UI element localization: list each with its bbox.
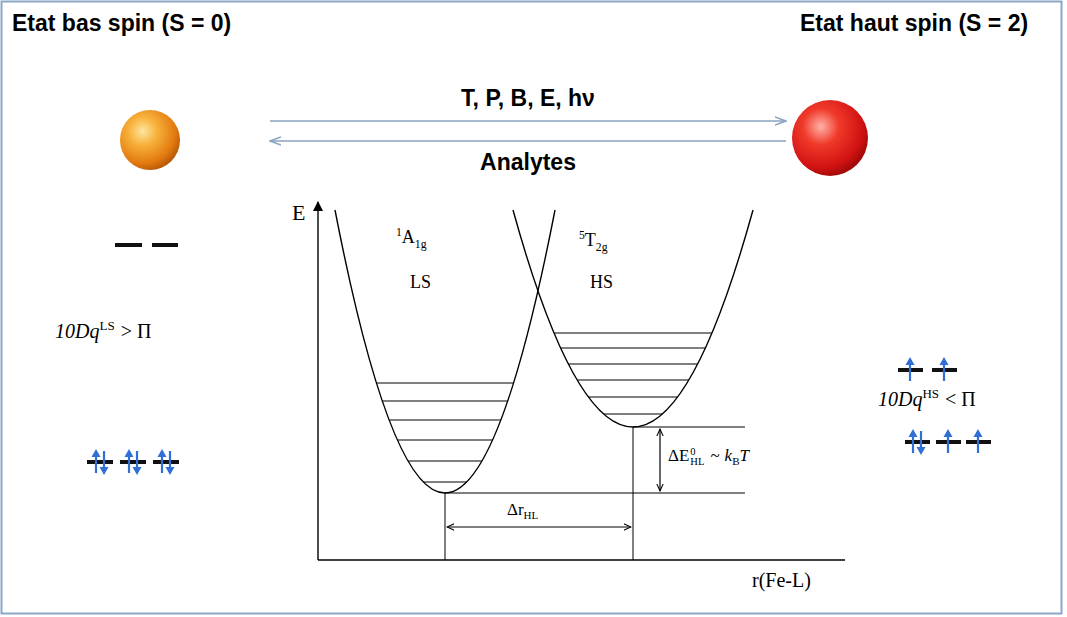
formula-label: ΔE0HL ~ kBT xyxy=(668,446,749,469)
symbol-text: k xyxy=(725,446,733,465)
energy-axes xyxy=(318,202,845,560)
formula-label: 10DqLS > Π xyxy=(55,318,151,343)
symbol-text: Δr xyxy=(507,500,524,519)
delta-arrows xyxy=(447,429,660,527)
symbol-text: HS xyxy=(590,272,613,292)
hs-t2g-orbitals xyxy=(905,429,991,455)
symbol-text: r(Fe-L) xyxy=(752,569,811,591)
formula-label: ΔrHL xyxy=(507,500,538,523)
symbol-text: 2g xyxy=(596,241,608,254)
symbol-text: 0 xyxy=(690,447,704,458)
formula-label: E xyxy=(292,200,305,226)
potential-wells xyxy=(335,210,753,493)
symbol-text: LS xyxy=(99,318,114,333)
stimulus-label: Analytes xyxy=(477,149,579,176)
symbol-text: 10Dq xyxy=(878,388,922,410)
ls-eg-orbitals xyxy=(115,243,178,247)
symbol-text: T xyxy=(740,446,749,465)
symbol-text: LS xyxy=(410,272,431,292)
sphere xyxy=(792,100,868,176)
formula-label: LS xyxy=(410,272,431,294)
symbol-text: < Π xyxy=(945,388,976,410)
transition-arrow xyxy=(270,120,786,122)
vibrational-levels xyxy=(376,333,712,482)
hs-eg-orbitals xyxy=(898,357,957,381)
symbol-text: 1g xyxy=(415,238,427,251)
formula-label: 10DqHS < Π xyxy=(878,386,976,411)
transition-arrow xyxy=(270,140,786,142)
symbol-text: HL xyxy=(524,509,539,521)
symbol-text: T xyxy=(585,230,596,250)
symbol-text: HL xyxy=(690,457,704,468)
state-heading: Etat bas spin (S = 0) xyxy=(10,8,231,37)
symbol-text: 10Dq xyxy=(55,320,99,342)
symbol-text: HS xyxy=(922,386,939,401)
sphere xyxy=(120,110,180,170)
reference-lines xyxy=(445,427,745,560)
symbol-text: A xyxy=(402,227,415,247)
symbol-text: 5 xyxy=(579,229,585,242)
symbol-text: ~ xyxy=(710,446,719,465)
symbol-text: B xyxy=(732,455,739,467)
formula-label: 5T2g xyxy=(579,229,608,255)
formula-label: 1A1g xyxy=(396,226,427,252)
stimulus-label: T, P, B, E, hν xyxy=(458,85,598,112)
script-stack: 0HL xyxy=(690,447,704,468)
symbol-text: E xyxy=(292,200,305,225)
spin-state-node: Etat haut spin (S = 2) xyxy=(788,8,1058,178)
ls-t2g-orbitals xyxy=(87,449,179,475)
symbol-text: 1 xyxy=(396,226,402,239)
formula-label: HS xyxy=(590,272,613,294)
symbol-text: > Π xyxy=(121,320,152,342)
symbol-text: ΔE xyxy=(668,446,689,465)
spin-state-node: Etat bas spin (S = 0) xyxy=(10,8,268,178)
formula-label: r(Fe-L) xyxy=(752,568,811,592)
state-heading: Etat haut spin (S = 2) xyxy=(788,8,1028,37)
